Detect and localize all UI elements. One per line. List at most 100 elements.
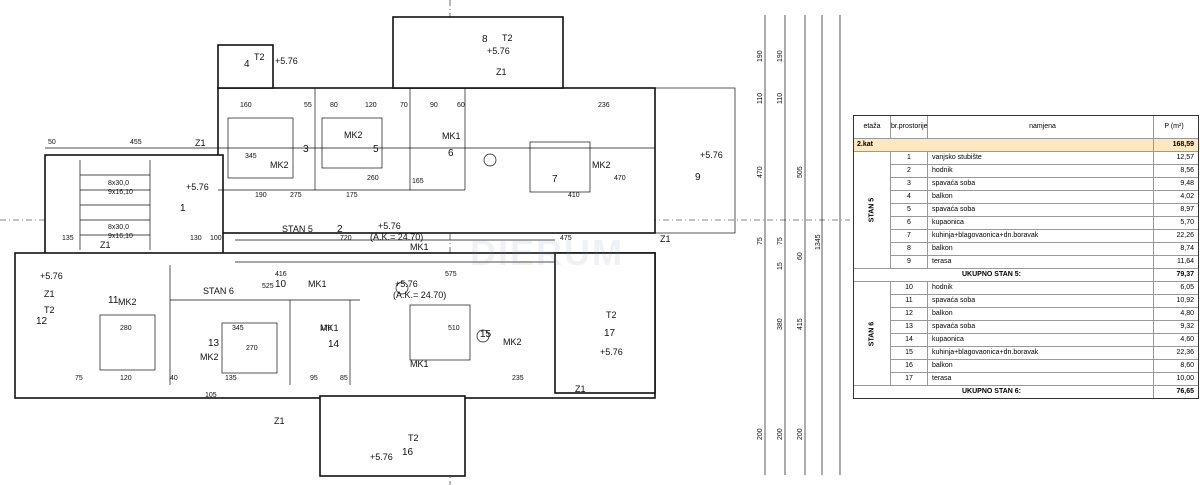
stair-note: 9x16,10: [108, 189, 133, 196]
group-name-stan6: STAN 6: [868, 321, 876, 346]
dimension-label: 175: [346, 192, 358, 199]
room-purpose: hodnik: [928, 282, 1154, 294]
dimension-label: 190: [255, 192, 267, 199]
room-number-label: 10: [275, 279, 287, 290]
room-number-label: 16: [402, 447, 414, 458]
dimension-label: 235: [512, 375, 524, 382]
dimension-label: 160: [240, 102, 252, 109]
dimension-label: 415: [797, 318, 804, 330]
dimension-label: 525: [262, 283, 274, 290]
dimension-label: 510: [448, 325, 460, 332]
plan-tag: MK2: [270, 160, 289, 170]
area-table: etaža br.prostorije namjena P (m²) 2.kat…: [853, 115, 1199, 399]
elevation-label: +5.76: [186, 182, 209, 192]
header-etaza: etaža: [854, 116, 891, 138]
dimension-label: 416: [275, 271, 287, 278]
dimension-label: 130: [190, 235, 202, 242]
dimension-label: 165: [412, 178, 424, 185]
room-number-label: 8: [482, 34, 488, 45]
stair-note: 8x30,0: [108, 180, 129, 187]
plan-tag: T2: [606, 310, 617, 320]
room-purpose: kuhinja+blagovaonica+dn.boravak: [928, 230, 1154, 242]
room-area: 4,80: [1180, 310, 1194, 317]
total-stan6: 76,65: [1176, 388, 1194, 395]
room-purpose: balkon: [928, 308, 1154, 320]
dimension-label: 120: [365, 102, 377, 109]
room-number: 3: [891, 178, 928, 190]
plan-tag: Z1: [100, 240, 111, 250]
dimension-label: 110: [757, 93, 764, 104]
room-number: 15: [891, 347, 928, 359]
room-number-label: 5: [373, 144, 379, 155]
room-number: 16: [891, 360, 928, 372]
plan-tag: MK2: [118, 297, 137, 307]
room-area: 8,60: [1180, 362, 1194, 369]
dimension-label: 200: [757, 428, 764, 440]
dimension-label: 75: [757, 237, 764, 245]
room-purpose: kupaonica: [928, 334, 1154, 346]
room-area: 9,32: [1180, 323, 1194, 330]
dimension-label: 60: [457, 102, 465, 109]
kat-value: 168,59: [1172, 141, 1194, 148]
dimension-label: 95: [310, 375, 318, 382]
room-area: 10,00: [1176, 375, 1194, 382]
plan-tag: MK2: [200, 352, 219, 362]
dimension-label: 1345: [815, 234, 822, 250]
header-br: br.prostorije: [891, 116, 928, 138]
room-number: 7: [891, 230, 928, 242]
room-number: 12: [891, 308, 928, 320]
plan-tag: MK2: [344, 130, 363, 140]
header-p: P (m²): [1164, 123, 1184, 130]
room-purpose: terasa: [928, 373, 1154, 385]
room-purpose: kupaonica: [928, 217, 1154, 229]
dimension-label: 80: [330, 102, 338, 109]
room-purpose: spavaća soba: [928, 321, 1154, 333]
dimension-label: 50: [48, 139, 56, 146]
apartment-label: STAN 6: [203, 286, 234, 296]
watermark: DIERUM: [470, 232, 624, 273]
total-row-stan6: UKUPNO STAN 6: 76,65: [854, 386, 1198, 398]
dimension-label: 135: [62, 235, 74, 242]
room-purpose: spavaća soba: [928, 178, 1154, 190]
dimension-label: 275: [290, 192, 302, 199]
total-row-stan5: UKUPNO STAN 5: 79,37: [854, 269, 1198, 282]
dimension-lines-right: [764, 15, 841, 475]
dimension-label: 270: [246, 345, 258, 352]
dimension-label: 260: [367, 175, 379, 182]
room-area: 11,64: [1177, 258, 1194, 265]
table-header: etaža br.prostorije namjena P (m²): [854, 116, 1198, 139]
room-area: 12,57: [1176, 154, 1194, 161]
plan-tag: T2: [502, 33, 513, 43]
kat-label: 2.kat: [857, 141, 873, 148]
dimension-label: 110: [777, 93, 784, 104]
room-area: 4,02: [1180, 193, 1194, 200]
dimension-label: 170: [320, 325, 332, 332]
plan-tag: MK1: [308, 279, 327, 289]
room-number-label: 11: [108, 295, 119, 306]
room-purpose: balkon: [928, 243, 1154, 255]
plan-tag: MK1: [410, 242, 429, 252]
dimension-label: 575: [445, 271, 457, 278]
dimension-label: 100: [210, 235, 222, 242]
dimension-label: 55: [304, 102, 312, 109]
room-purpose: balkon: [928, 360, 1154, 372]
dimension-label: 505: [797, 166, 804, 178]
dimension-label: 15: [777, 262, 784, 270]
dimension-label: 60: [797, 252, 804, 260]
plan-tag: Z1: [575, 384, 586, 394]
room-purpose: hodnik: [928, 165, 1154, 177]
kat-row: 2.kat 168,59: [854, 139, 1198, 152]
room-number: 11: [891, 295, 928, 307]
dimension-label: 345: [245, 153, 257, 160]
